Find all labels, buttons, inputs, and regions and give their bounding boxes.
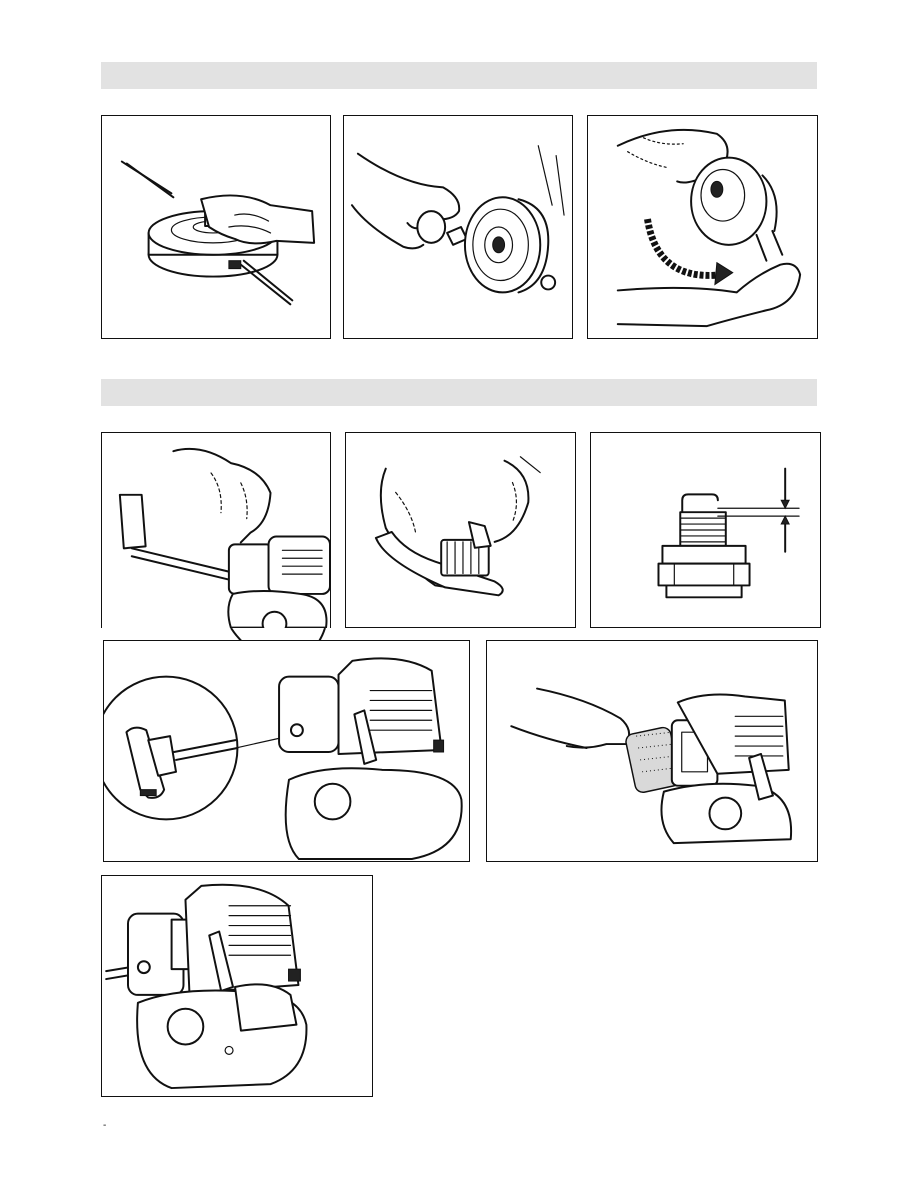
section-band-top <box>101 62 817 89</box>
figure-trimmer-head <box>101 115 331 339</box>
figure-rotate-head <box>587 115 818 339</box>
spark-plug-gap-icon <box>591 433 820 627</box>
brush-cleaning-icon <box>346 433 575 627</box>
figure-brush-cleaning <box>345 432 576 628</box>
engine-icon <box>102 876 372 1096</box>
page-mark: - <box>103 1120 106 1131</box>
figure-fuel-cap-detail <box>103 640 470 862</box>
figure-air-filter <box>486 640 818 862</box>
trimmer-head-icon <box>102 116 330 338</box>
fuel-cap-detail-icon <box>104 641 469 861</box>
spark-plug-cap-icon <box>102 433 330 628</box>
figure-spark-plug-cap <box>101 432 331 628</box>
bolt-removal-icon <box>344 116 572 338</box>
air-filter-icon <box>487 641 817 861</box>
rotate-head-icon <box>588 116 817 338</box>
figure-engine <box>101 875 373 1097</box>
section-band-middle <box>101 379 817 406</box>
figure-bolt-removal <box>343 115 573 339</box>
figure-spark-plug-gap <box>590 432 821 628</box>
